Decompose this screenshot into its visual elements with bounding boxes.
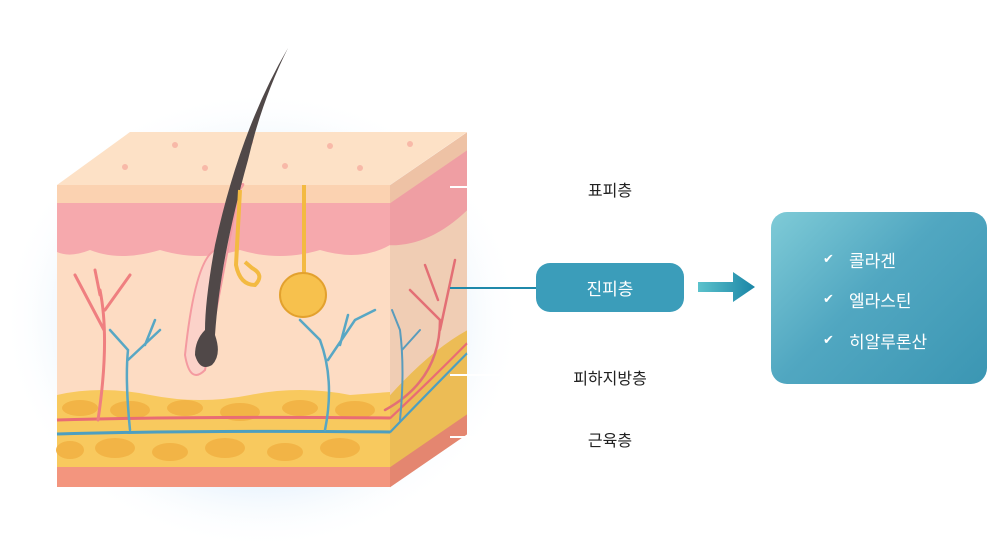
leader-lines bbox=[450, 186, 536, 438]
component-item: ✔ 히알루론산 bbox=[823, 328, 927, 353]
hair-follicle bbox=[183, 48, 327, 376]
label-muscle: 근육층 bbox=[587, 431, 633, 450]
dermis-components-box: ✔ 콜라겐 ✔ 엘라스틴 ✔ 히알루론산 bbox=[771, 212, 987, 384]
blood-vessels bbox=[73, 258, 457, 432]
component-label: 히알루론산 bbox=[849, 333, 928, 353]
sweat-gland bbox=[279, 272, 327, 318]
label-dermis: 진피층 bbox=[586, 280, 634, 300]
top-face bbox=[57, 132, 467, 185]
label-subcutaneous: 피하지방층 bbox=[573, 369, 647, 388]
label-epidermis: 표피층 bbox=[587, 181, 633, 200]
arrow-right-icon bbox=[698, 272, 755, 302]
check-icon: ✔ bbox=[823, 252, 834, 267]
component-label: 콜라겐 bbox=[849, 252, 896, 272]
check-icon: ✔ bbox=[823, 333, 834, 348]
component-label: 엘라스틴 bbox=[849, 292, 912, 312]
component-item: ✔ 콜라겐 bbox=[823, 247, 896, 272]
check-icon: ✔ bbox=[823, 292, 834, 307]
label-dermis-highlight: 진피층 bbox=[536, 263, 684, 312]
component-item: ✔ 엘라스틴 bbox=[823, 287, 912, 312]
